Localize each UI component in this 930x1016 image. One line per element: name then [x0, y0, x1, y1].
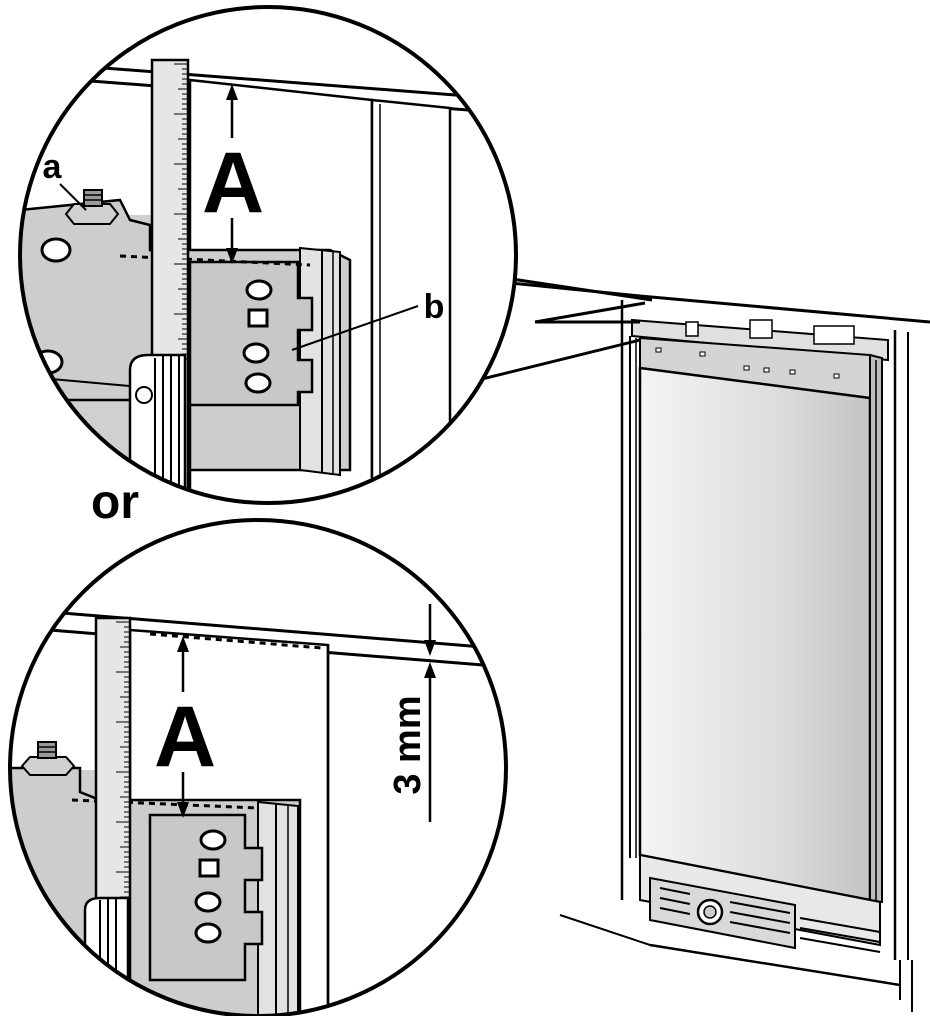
leader-line-b	[291, 305, 419, 351]
detail-view-bottom: A 3 mm	[8, 518, 508, 1016]
part-label-b: b	[424, 288, 445, 326]
gap-label-3mm: 3 mm	[387, 695, 429, 794]
dimension-label-a-top: A	[202, 135, 264, 231]
magnifier-leader-lines	[469, 276, 653, 384]
leader-line-a	[59, 183, 87, 211]
dimension-label-a-bottom: A	[154, 689, 216, 785]
alternative-label: or	[91, 476, 139, 529]
part-label-a: a	[43, 148, 63, 186]
appliance	[499, 280, 930, 1012]
detail-view-top: A a b	[18, 5, 518, 505]
